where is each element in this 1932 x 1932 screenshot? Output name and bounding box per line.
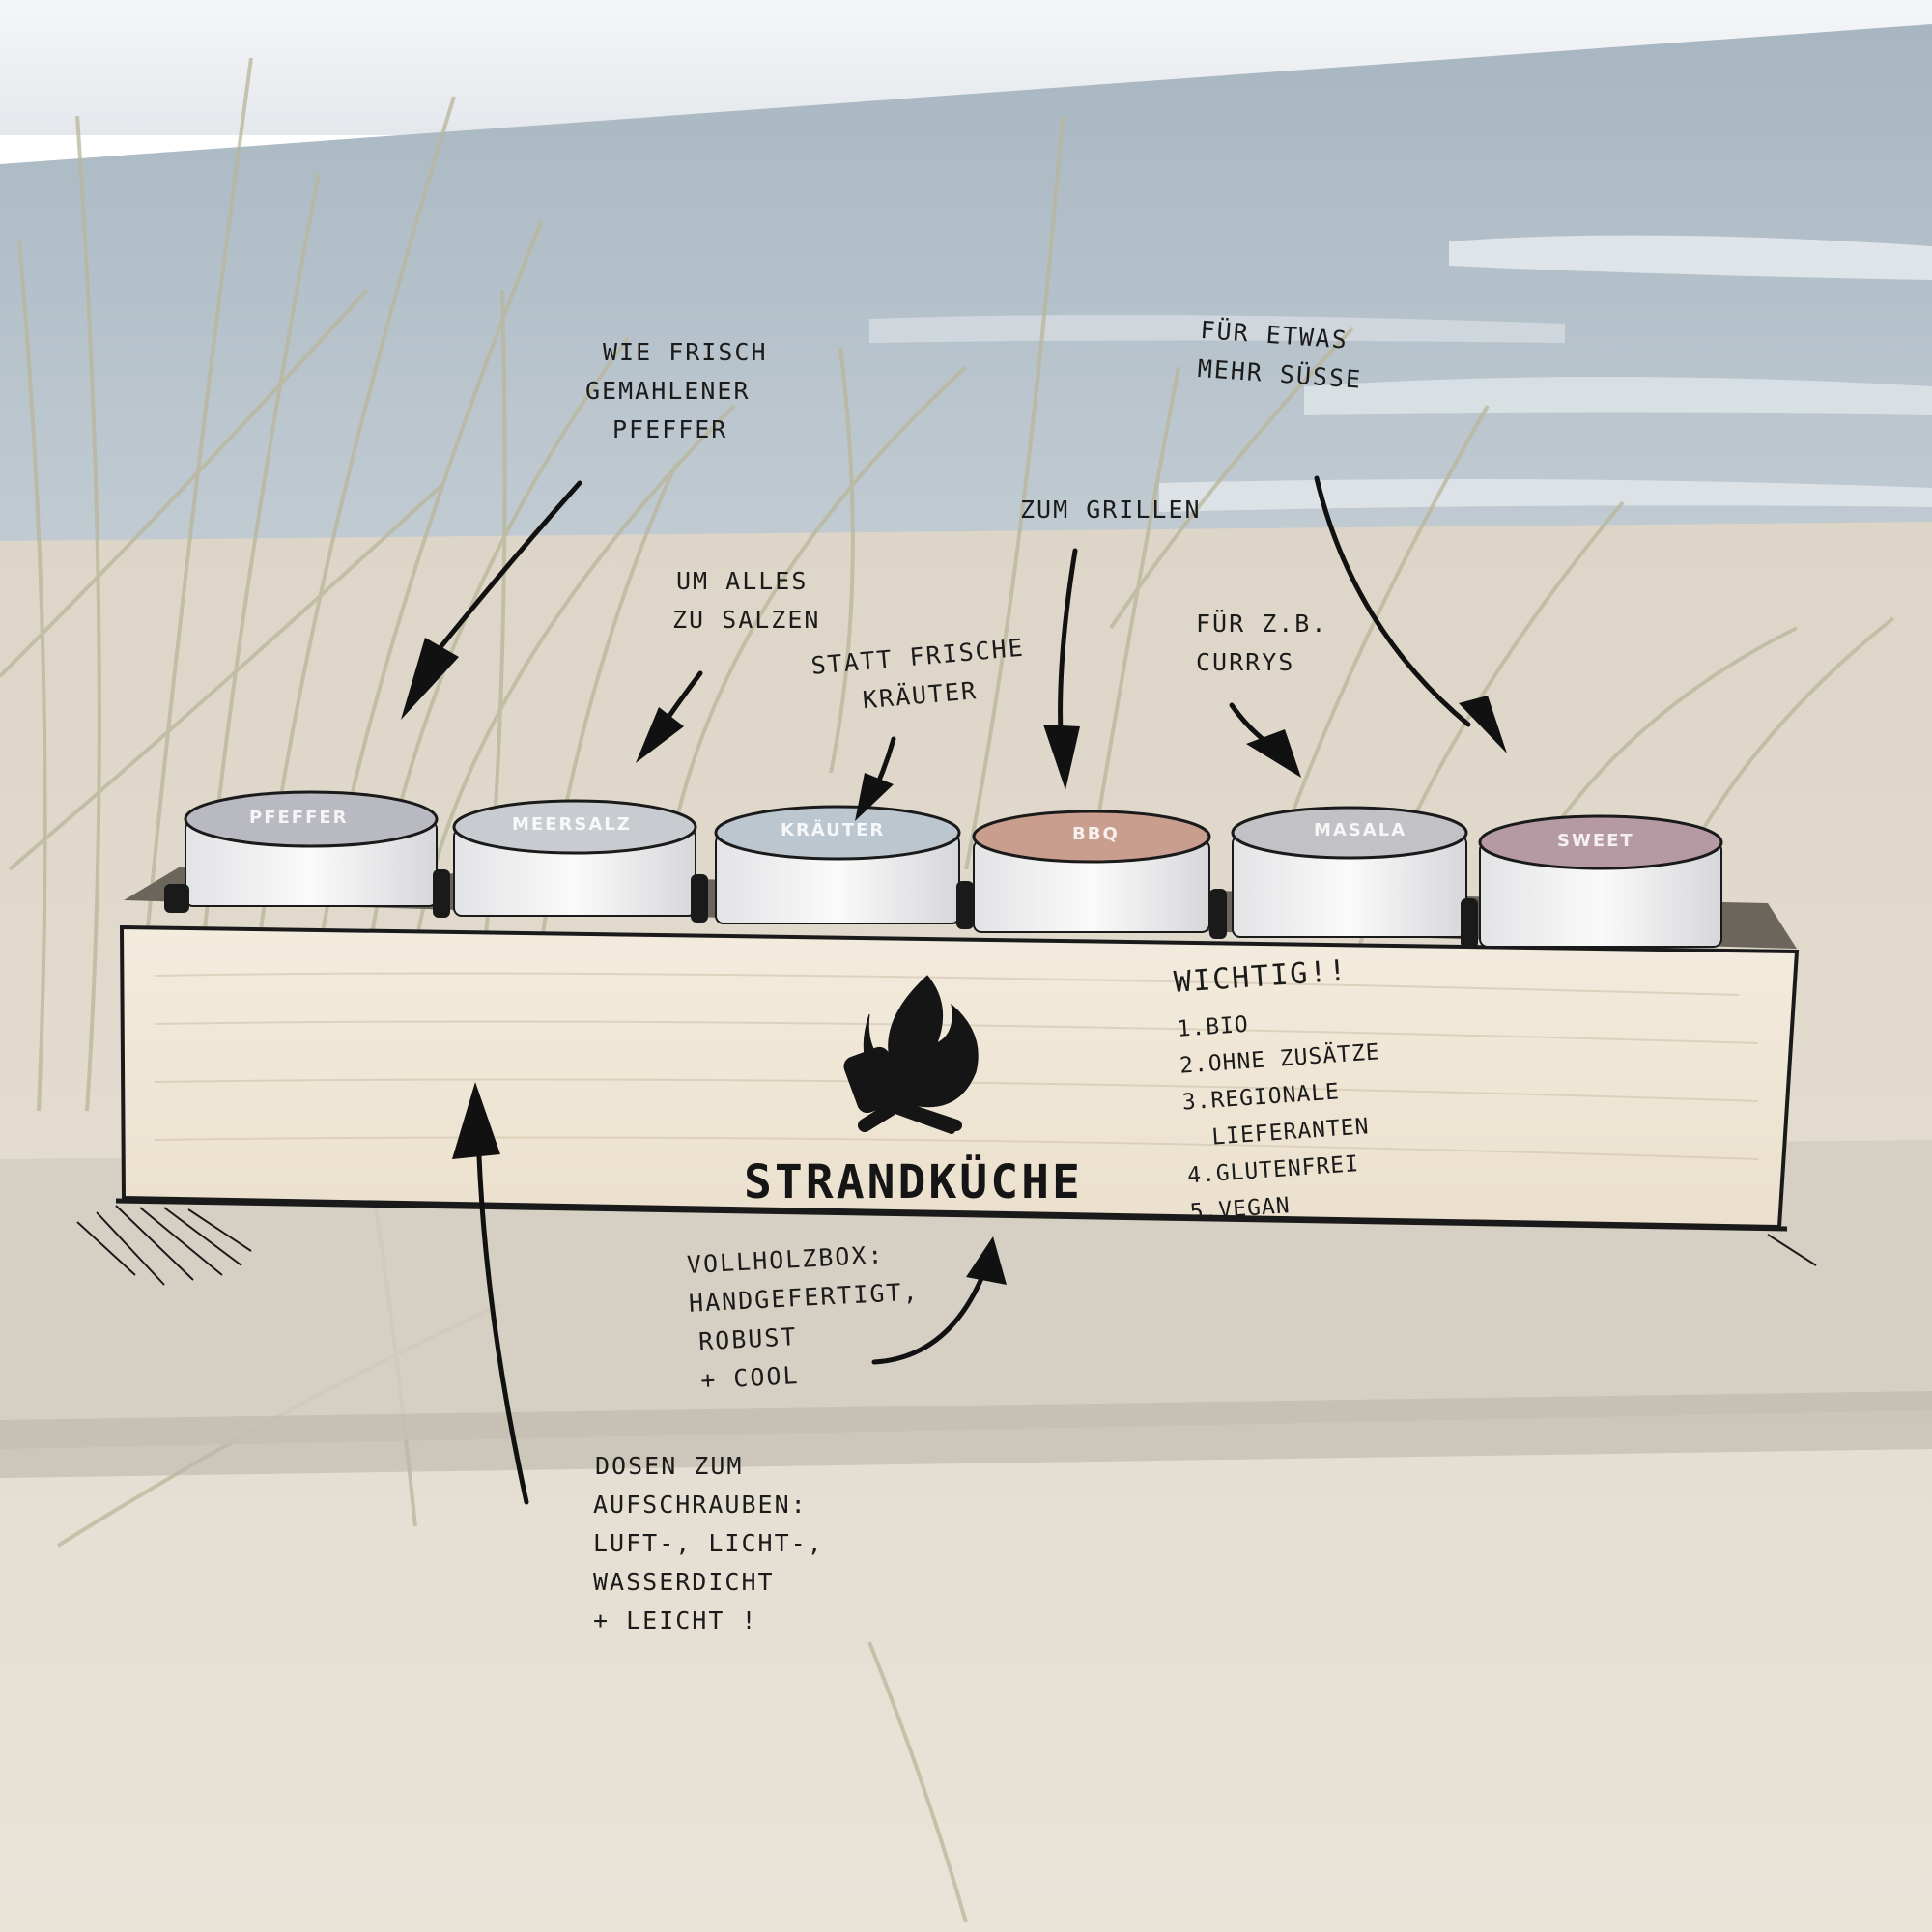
note-sweet: FÜR ETWAS MEHR SÜSSE xyxy=(1196,315,1363,394)
jar-masala xyxy=(1231,806,1468,938)
note-box: VOLLHOLZBOX: HANDGEFERTIGT, ROBUST + COO… xyxy=(686,1240,921,1395)
surf-4 xyxy=(1159,479,1932,512)
jar-meersalz xyxy=(452,799,697,917)
surf-2 xyxy=(1304,377,1932,415)
spice-jars xyxy=(164,790,1723,949)
jar-label-masala: MASALA xyxy=(1314,820,1407,840)
note-grill: ZUM GRILLEN xyxy=(1020,496,1202,524)
jar-dividers xyxy=(164,869,1478,949)
jar-label-kraeuter: KRÄUTER xyxy=(781,820,886,840)
sea xyxy=(0,24,1932,580)
jar-sweet xyxy=(1478,814,1723,948)
box-base-line xyxy=(115,1198,1788,1232)
logo-flame-tools-icon xyxy=(843,975,979,1134)
surf xyxy=(1449,235,1932,280)
jar-label-meersalz: MEERSALZ xyxy=(512,814,632,835)
jar-label-sweet: SWEET xyxy=(1557,831,1634,851)
log-shadow xyxy=(0,1391,1932,1478)
arrow-pepper xyxy=(422,480,582,669)
arrow-grill xyxy=(1058,548,1078,737)
note-curry: FÜR Z.B. CURRYS xyxy=(1196,610,1328,676)
jar-kraeuter xyxy=(714,805,961,924)
arrow-heads xyxy=(401,638,1507,1285)
jar-label-pfeffer: PFEFFER xyxy=(249,808,349,828)
arrow-cans xyxy=(475,1127,529,1505)
sketch-hatching xyxy=(76,1205,1817,1286)
jar-bbq xyxy=(972,810,1211,933)
note-pepper: WIE FRISCH GEMAHLENER PFEFFER xyxy=(585,338,768,443)
note-cans: DOSEN ZUM AUFSCHRAUBEN: LUFT-, LICHT-, W… xyxy=(593,1452,824,1634)
brand-wordmark: STRANDKÜCHE xyxy=(744,1155,1083,1209)
jar-pfeffer xyxy=(184,790,439,907)
arrow-sweet xyxy=(1314,475,1471,727)
important-list: WICHTIG!! 1.BIO 2.OHNE ZUSÄTZE 3.REGIONA… xyxy=(1173,952,1392,1231)
jar-label-bbq: BBQ xyxy=(1072,824,1120,844)
note-salt: UM ALLES ZU SALZEN xyxy=(672,567,821,634)
